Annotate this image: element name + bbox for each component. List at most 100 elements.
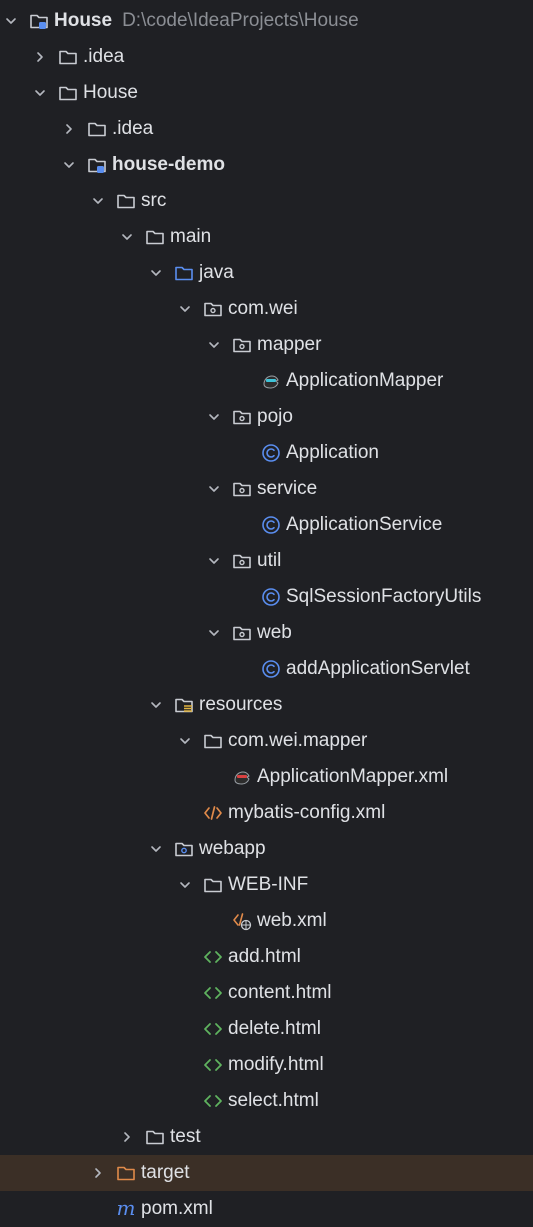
tree-node-label: util (257, 550, 282, 571)
tree-node[interactable]: WEB-INF (0, 867, 533, 903)
class-icon (260, 514, 282, 536)
chevron-down-icon[interactable] (203, 406, 225, 428)
tree-node[interactable]: ApplicationService (0, 507, 533, 543)
tree-node[interactable]: House (0, 75, 533, 111)
chevron-down-icon[interactable] (145, 838, 167, 860)
chevron-down-icon[interactable] (87, 190, 109, 212)
chevron-down-icon[interactable] (203, 478, 225, 500)
tree-node[interactable]: target (0, 1155, 533, 1191)
tree-node-label: mybatis-config.xml (228, 802, 386, 823)
chevron-down-icon[interactable] (58, 154, 80, 176)
tree-node[interactable]: select.html (0, 1083, 533, 1119)
chevron-down-icon[interactable] (145, 262, 167, 284)
tree-node[interactable]: ApplicationMapper (0, 363, 533, 399)
html-icon (202, 1018, 224, 1040)
tree-node-label: pom.xml (141, 1198, 213, 1219)
tree-node-label: Application (286, 442, 379, 463)
tree-node-label: add.html (228, 946, 301, 967)
tree-node-label: com.wei.mapper (228, 730, 368, 751)
svg-text:m: m (117, 1198, 136, 1220)
chevron-down-icon[interactable] (203, 622, 225, 644)
chevron-right-icon[interactable] (29, 46, 51, 68)
tree-node-label: House (83, 82, 138, 103)
package-icon (231, 550, 253, 572)
chevron-down-icon[interactable] (116, 226, 138, 248)
web-xml-icon (231, 910, 253, 932)
mybatis-mapper-icon (260, 370, 282, 392)
tree-node[interactable]: resources (0, 687, 533, 723)
tree-node[interactable]: .idea (0, 111, 533, 147)
package-icon (231, 478, 253, 500)
chevron-down-icon[interactable] (203, 334, 225, 356)
tree-node[interactable]: web.xml (0, 903, 533, 939)
chevron-down-icon[interactable] (174, 298, 196, 320)
tree-node-label: src (141, 190, 167, 211)
folder-icon (57, 46, 79, 68)
tree-node-label: .idea (83, 46, 125, 67)
tree-node[interactable]: java (0, 255, 533, 291)
tree-node[interactable]: pojo (0, 399, 533, 435)
tree-node[interactable]: service (0, 471, 533, 507)
tree-node-label: SqlSessionFactoryUtils (286, 586, 482, 607)
tree-node[interactable]: webapp (0, 831, 533, 867)
tree-node-label: ApplicationMapper (286, 370, 444, 391)
folder-icon (144, 1126, 166, 1148)
tree-node[interactable]: mapper (0, 327, 533, 363)
module-folder-icon (86, 154, 108, 176)
package-icon (202, 298, 224, 320)
tree-node[interactable]: house-demo (0, 147, 533, 183)
chevron-down-icon[interactable] (174, 874, 196, 896)
source-folder-icon (173, 262, 195, 284)
chevron-down-icon[interactable] (29, 82, 51, 104)
tree-node-label: target (141, 1162, 190, 1183)
chevron-down-icon[interactable] (203, 550, 225, 572)
tree-node[interactable]: content.html (0, 975, 533, 1011)
tree-node[interactable]: ApplicationMapper.xml (0, 759, 533, 795)
folder-icon (202, 730, 224, 752)
tree-node-label: web.xml (257, 910, 327, 931)
tree-node[interactable]: com.wei.mapper (0, 723, 533, 759)
chevron-down-icon[interactable] (145, 694, 167, 716)
chevron-right-icon[interactable] (116, 1126, 138, 1148)
chevron-down-icon[interactable] (0, 10, 22, 32)
html-icon (202, 982, 224, 1004)
tree-node[interactable]: addApplicationServlet (0, 651, 533, 687)
class-icon (260, 586, 282, 608)
tree-node[interactable]: src (0, 183, 533, 219)
chevron-right-icon[interactable] (87, 1162, 109, 1184)
tree-node-label: webapp (199, 838, 266, 859)
tree-node[interactable]: .idea (0, 39, 533, 75)
maven-icon: m (115, 1198, 137, 1220)
excluded-folder-icon (115, 1162, 137, 1184)
tree-node[interactable]: test (0, 1119, 533, 1155)
tree-node-label: web (257, 622, 292, 643)
tree-node[interactable]: web (0, 615, 533, 651)
tree-node[interactable]: com.wei (0, 291, 533, 327)
package-icon (231, 406, 253, 428)
resources-folder-icon (173, 694, 195, 716)
project-path: D:\code\IdeaProjects\House (122, 10, 359, 31)
folder-icon (115, 190, 137, 212)
folder-icon (86, 118, 108, 140)
chevron-right-icon[interactable] (58, 118, 80, 140)
class-icon (260, 658, 282, 680)
module-folder-icon (28, 10, 50, 32)
tree-node[interactable]: delete.html (0, 1011, 533, 1047)
tree-node[interactable]: SqlSessionFactoryUtils (0, 579, 533, 615)
tree-node[interactable]: add.html (0, 939, 533, 975)
tree-node-label: WEB-INF (228, 874, 309, 895)
web-folder-icon (173, 838, 195, 860)
tree-node[interactable]: main (0, 219, 533, 255)
tree-node-label: delete.html (228, 1018, 321, 1039)
tree-node[interactable]: modify.html (0, 1047, 533, 1083)
html-icon (202, 1090, 224, 1112)
tree-node-label: test (170, 1126, 201, 1147)
tree-node-label: select.html (228, 1090, 319, 1111)
chevron-down-icon[interactable] (174, 730, 196, 752)
tree-node[interactable]: Application (0, 435, 533, 471)
tree-node-label: service (257, 478, 318, 499)
tree-node[interactable]: util (0, 543, 533, 579)
tree-node[interactable]: mybatis-config.xml (0, 795, 533, 831)
